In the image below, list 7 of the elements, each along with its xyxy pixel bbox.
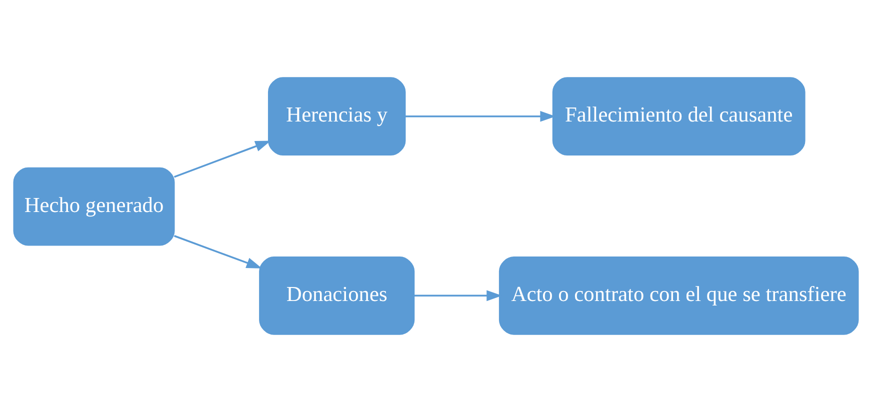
arrow [174, 235, 262, 268]
node-box: Hecho generado [13, 167, 175, 246]
node-box: Herencias y [268, 77, 406, 156]
node-box: Acto o contrato con el que se transfiere [498, 256, 859, 335]
node-box: Fallecimiento del causante [552, 77, 806, 156]
arrow [174, 140, 271, 178]
node-box: Donaciones [259, 256, 415, 335]
